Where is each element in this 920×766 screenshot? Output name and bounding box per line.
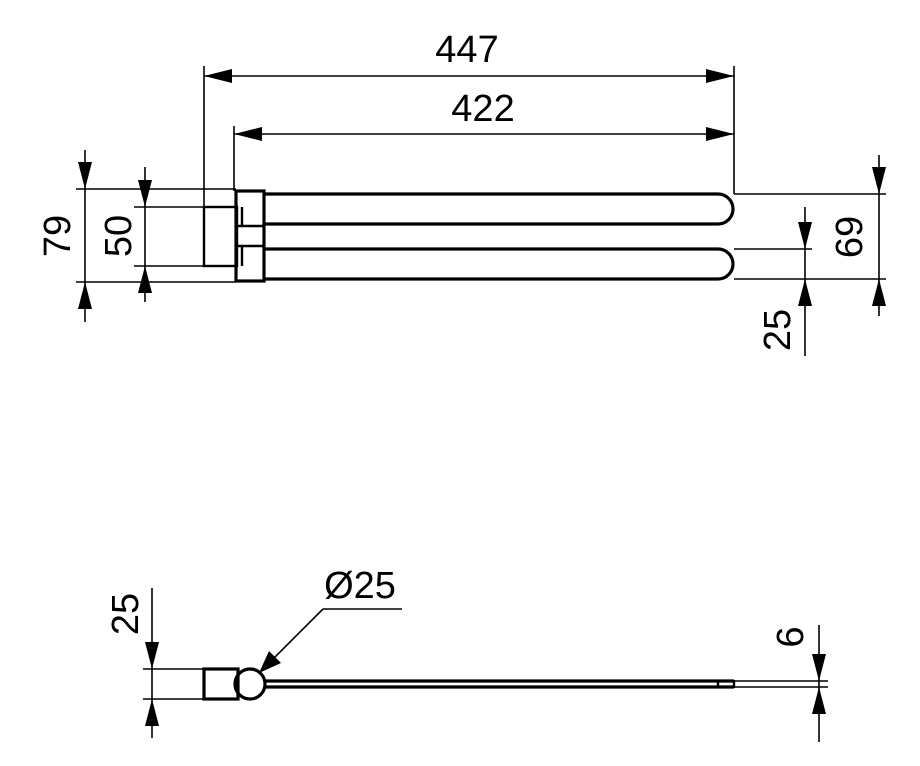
dimension-tube-diameter: Ø25 [259,565,402,673]
towel-arm-lower [264,247,735,281]
dimension-overall-length: 447 [203,29,735,207]
dimension-6-label: 6 [770,626,812,647]
side-bracket [202,667,240,701]
top-view: 447 422 79 50 [37,29,886,356]
dimension-side-25-label: 25 [105,593,147,635]
wall-bracket [202,189,266,283]
dimension-50-label: 50 [98,215,140,257]
dimension-422-label: 422 [451,88,514,130]
dimension-447-label: 447 [435,29,498,71]
dimension-arm-diameter: 25 [757,207,812,356]
side-arm [264,679,736,689]
dimension-69-label: 69 [829,216,871,258]
dimension-25-label: 25 [757,309,799,351]
side-view: 25 Ø25 6 [105,565,828,742]
dimension-arm-length: 422 [233,88,734,191]
towel-arm-upper [264,192,735,226]
dimension-arm-thickness: 6 [734,625,828,742]
dimension-arm-spacing: 69 [734,155,886,316]
dimension-bracket-height: 50 [98,167,204,302]
dimension-bracket-depth: 25 [105,588,204,738]
dimension-diameter-label: Ø25 [324,565,396,607]
dimension-79-label: 79 [37,215,79,257]
side-tube [233,667,267,701]
dimension-total-height: 79 [37,150,236,322]
